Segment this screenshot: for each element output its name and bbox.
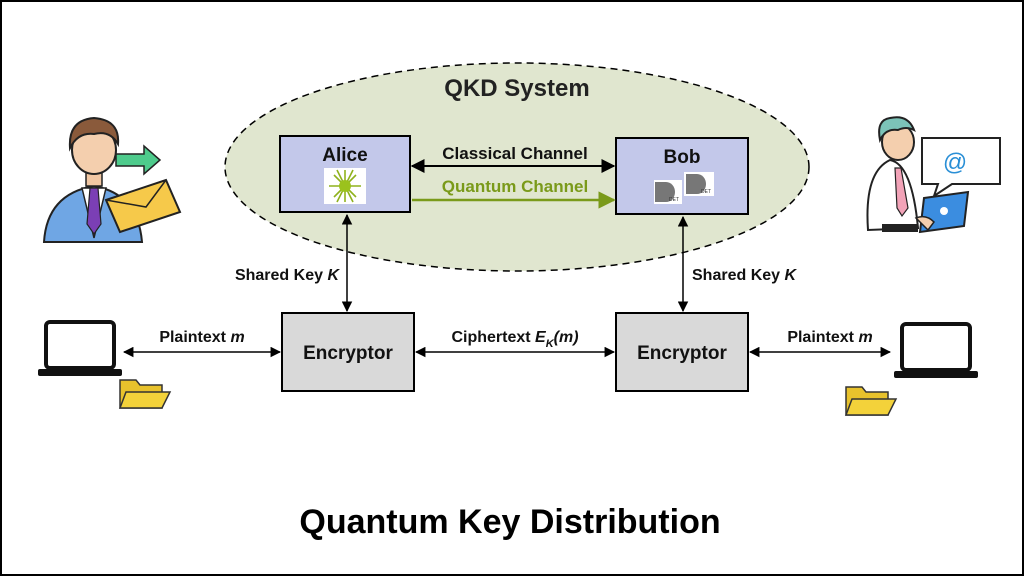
bob-node: Bob DET DET (615, 137, 749, 215)
svg-text:DET: DET (669, 197, 679, 203)
classical-channel-label: Classical Channel (442, 144, 588, 163)
svg-text:DET: DET (701, 189, 711, 195)
alice-node: Alice (279, 135, 411, 213)
encryptor-left: Encryptor (281, 312, 415, 392)
bob-label: Bob (664, 147, 701, 168)
alice-label: Alice (322, 145, 367, 166)
laser-source-icon (324, 168, 366, 204)
plaintext-label-left: Plaintext m (159, 329, 244, 346)
encryptor-left-label: Encryptor (303, 343, 393, 364)
envelope-icon (104, 178, 182, 234)
quantum-channel-label: Quantum Channel (442, 177, 588, 196)
tablet-icon (914, 190, 970, 234)
detector-icon: DET (684, 172, 714, 196)
qkd-system-label: QKD System (444, 75, 589, 102)
receiver-person-icon (866, 116, 920, 232)
page-title: Quantum Key Distribution (299, 503, 720, 541)
encryptor-right-label: Encryptor (637, 343, 727, 364)
encryptor-right: Encryptor (615, 312, 749, 392)
shared-key-label-left: Shared Key K (235, 267, 340, 284)
email-at-symbol: @ (943, 149, 967, 176)
detector-icon: DET (654, 180, 682, 204)
folder-icon (844, 386, 898, 416)
laptop-icon (894, 322, 978, 378)
shared-key-label-right: Shared Key K (692, 267, 797, 284)
laptop-icon (38, 320, 122, 376)
email-bubble-icon: @ (921, 137, 1001, 199)
ciphertext-label: Ciphertext EK(m) (451, 329, 578, 350)
send-arrow-icon (115, 144, 162, 176)
folder-icon (118, 379, 172, 409)
plaintext-label-right: Plaintext m (787, 329, 872, 346)
